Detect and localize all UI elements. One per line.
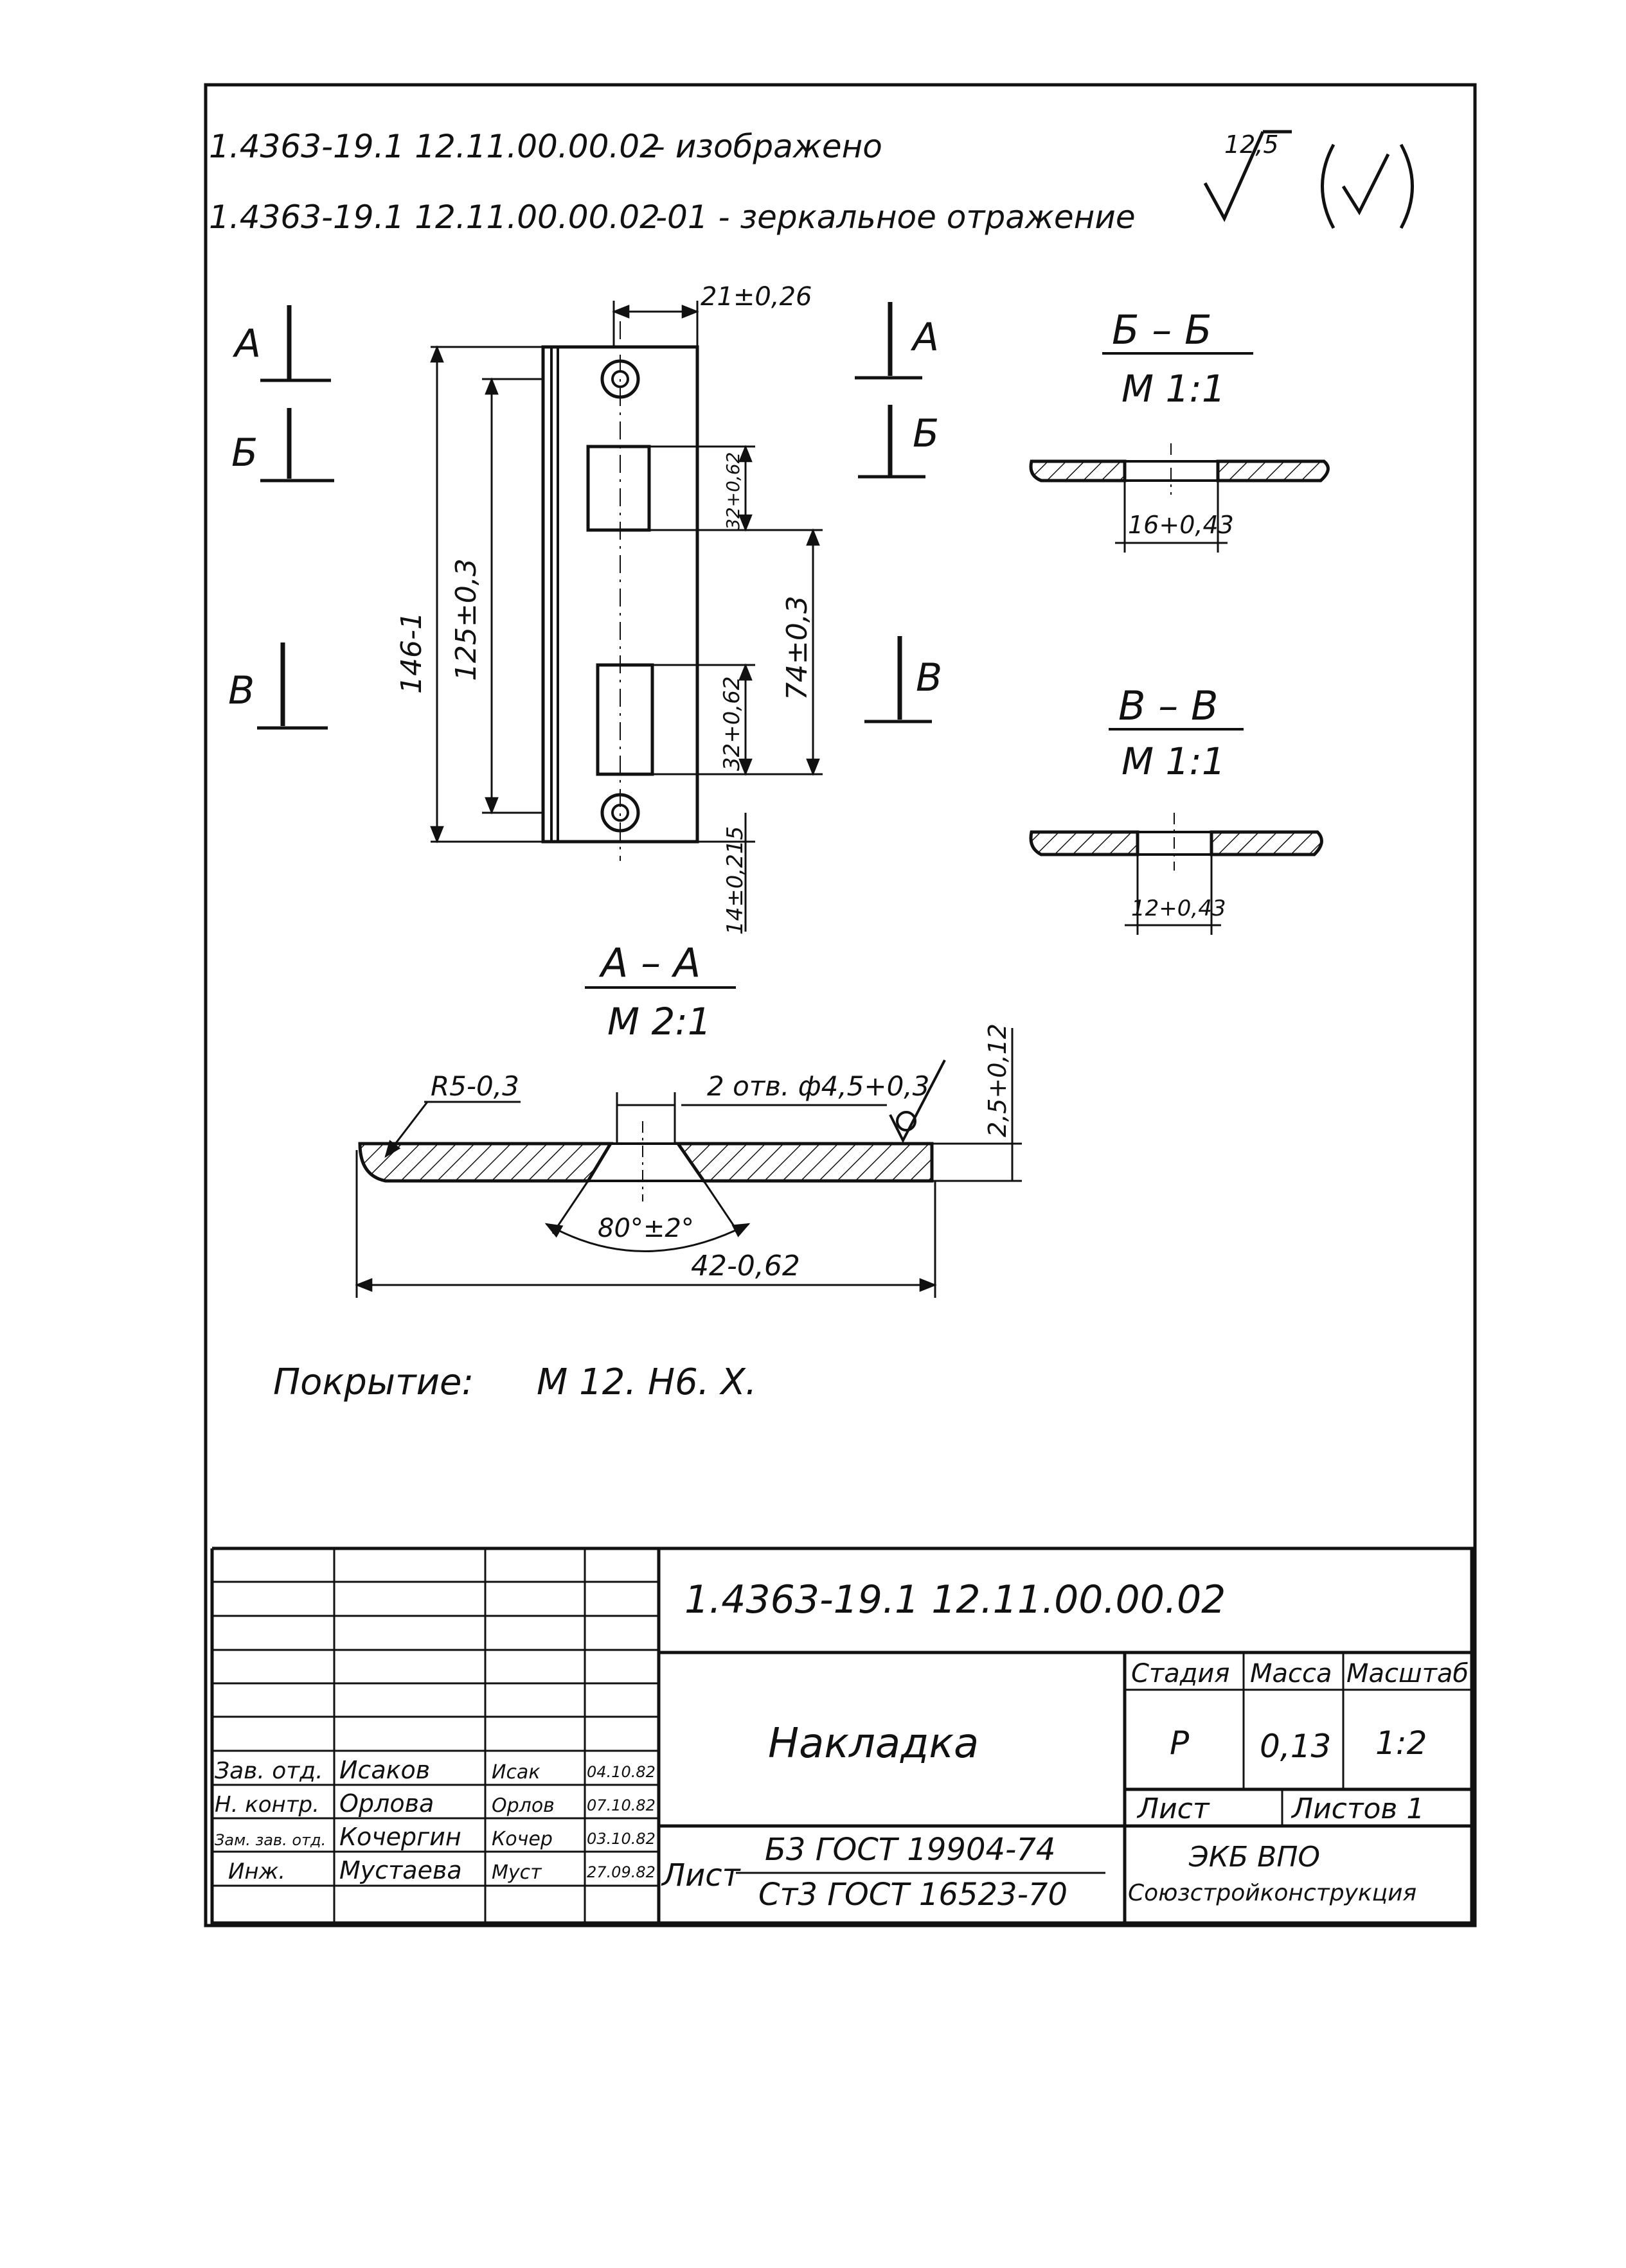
marker-b-right: Б xyxy=(913,411,939,456)
dim-width: 21±0,26 xyxy=(701,282,812,312)
sig-sign-1: Исак xyxy=(492,1761,540,1784)
section-bb-dim: 16+0,43 xyxy=(1128,511,1234,539)
section-vv-dim: 12+0,43 xyxy=(1131,896,1226,921)
coating-note: Покрытие: М 12. Н6. Х. xyxy=(273,1361,756,1403)
section-bb-title: Б – Б xyxy=(1112,306,1211,353)
dim-length-total: 146-1 xyxy=(395,612,428,694)
tb-scale-value: 1:2 xyxy=(1375,1724,1427,1762)
tb-material-prefix: Лист xyxy=(661,1857,742,1893)
section-vv: В – В М 1:1 12+0,43 xyxy=(1029,682,1323,935)
dim-slot-spacing: 74±0,3 xyxy=(781,596,814,700)
section-bb: Б – Б М 1:1 16+0,43 xyxy=(1029,306,1330,553)
signatures-table: Зав. отд. Исаков Исак 04.10.82 Н. контр.… xyxy=(215,1756,656,1884)
section-vv-title: В – В xyxy=(1118,682,1218,729)
marker-a-right: А xyxy=(910,315,939,360)
section-aa-radius: R5-0,3 xyxy=(431,1070,519,1102)
roughness-mark-icon xyxy=(889,1059,946,1144)
dim-hole-offset: 14±0,215 xyxy=(722,826,748,935)
header-line2-code: 1.4363-19.1 12.11.00.00.02 xyxy=(209,199,660,236)
tb-org-line1: ЭКБ ВПО xyxy=(1188,1841,1320,1874)
header-line1-text: – изображено xyxy=(649,128,882,165)
slot-upper xyxy=(586,445,651,532)
sig-date-4: 27.09.82 xyxy=(587,1863,656,1881)
sig-name-1: Исаков xyxy=(339,1756,430,1784)
dim-hole-spacing: 125±0,3 xyxy=(450,558,483,681)
sig-sign-3: Кочер xyxy=(492,1828,553,1850)
tb-part-name: Накладка xyxy=(768,1720,979,1767)
tb-col-scale: Масштаб xyxy=(1346,1659,1469,1688)
header: 1.4363-19.1 12.11.00.00.02 – изображено … xyxy=(209,128,1414,236)
section-aa-angle: 80°±2° xyxy=(598,1214,694,1243)
section-aa-holes: 2 отв. ф4,5+0,3 xyxy=(707,1070,929,1102)
tb-stage-value: Р xyxy=(1170,1724,1190,1762)
header-line1-code: 1.4363-19.1 12.11.00.00.02 xyxy=(209,128,660,165)
sig-name-4: Мустаева xyxy=(339,1856,462,1884)
title-block: 1.4363-19.1 12.11.00.00.02 Накладка Лист… xyxy=(210,1546,1475,1925)
tb-doc-code: 1.4363-19.1 12.11.00.00.02 xyxy=(684,1577,1226,1622)
tb-material-line1: Б3 ГОСТ 19904-74 xyxy=(765,1832,1055,1868)
tb-sheets-label: Листов 1 xyxy=(1291,1793,1424,1825)
dim-slot-upper: 32+0,62 xyxy=(722,452,744,530)
main-view: 21±0,26 146-1 125±0,3 32+0,62 74±0,3 32+… xyxy=(395,282,823,935)
sig-sign-2: Орлов xyxy=(492,1794,555,1817)
section-bb-scale: М 1:1 xyxy=(1121,367,1226,411)
tb-sheet-label: Лист xyxy=(1136,1793,1210,1825)
marker-v-right: В xyxy=(916,655,942,700)
marker-a-left: А xyxy=(232,321,261,366)
sig-role-4: Инж. xyxy=(228,1859,285,1884)
section-aa-thickness: 2,5+0,12 xyxy=(983,1023,1012,1137)
header-line2-text: -01 - зеркальное отражение xyxy=(656,199,1136,236)
marker-v-left: В xyxy=(228,668,255,713)
sig-role-1: Зав. отд. xyxy=(215,1758,323,1784)
dim-slot-lower: 32+0,62 xyxy=(719,677,745,771)
section-aa: А – А М 2:1 R5-0,3 2 отв. ф4,5+0,3 2,5+0… xyxy=(355,939,1022,1298)
tb-col-stage: Стадия xyxy=(1131,1659,1229,1688)
tb-col-mass: Масса xyxy=(1250,1659,1332,1688)
section-aa-length: 42-0,62 xyxy=(691,1250,800,1282)
tb-material-line2: Ст3 ГОСТ 16523-70 xyxy=(758,1877,1068,1913)
section-markers-right: А Б В xyxy=(855,302,942,723)
slot-lower xyxy=(596,663,654,776)
sig-role-3: Зам. зав. отд. xyxy=(215,1831,326,1849)
coating-label: Покрытие: xyxy=(273,1361,474,1403)
section-aa-scale: М 2:1 xyxy=(607,1000,711,1043)
coating-value: М 12. Н6. Х. xyxy=(537,1361,756,1403)
sig-name-3: Кочергин xyxy=(339,1823,461,1851)
roughness-icon: 12,5 xyxy=(1203,130,1414,229)
sig-role-2: Н. контр. xyxy=(215,1792,319,1818)
tb-mass-value: 0,13 xyxy=(1260,1728,1331,1765)
section-aa-title: А – А xyxy=(598,939,701,986)
marker-b-left: Б xyxy=(231,430,258,475)
sig-name-2: Орлова xyxy=(339,1789,434,1818)
drawing-frame xyxy=(204,83,1477,1927)
sig-date-3: 03.10.82 xyxy=(587,1830,656,1848)
tb-org-line2: Союзстройконструкция xyxy=(1128,1880,1416,1906)
sig-date-2: 07.10.82 xyxy=(587,1796,656,1814)
sig-sign-4: Муст xyxy=(492,1861,542,1884)
section-markers-left: А Б В xyxy=(228,305,334,730)
sig-date-1: 04.10.82 xyxy=(587,1763,656,1781)
section-vv-scale: М 1:1 xyxy=(1121,740,1226,783)
